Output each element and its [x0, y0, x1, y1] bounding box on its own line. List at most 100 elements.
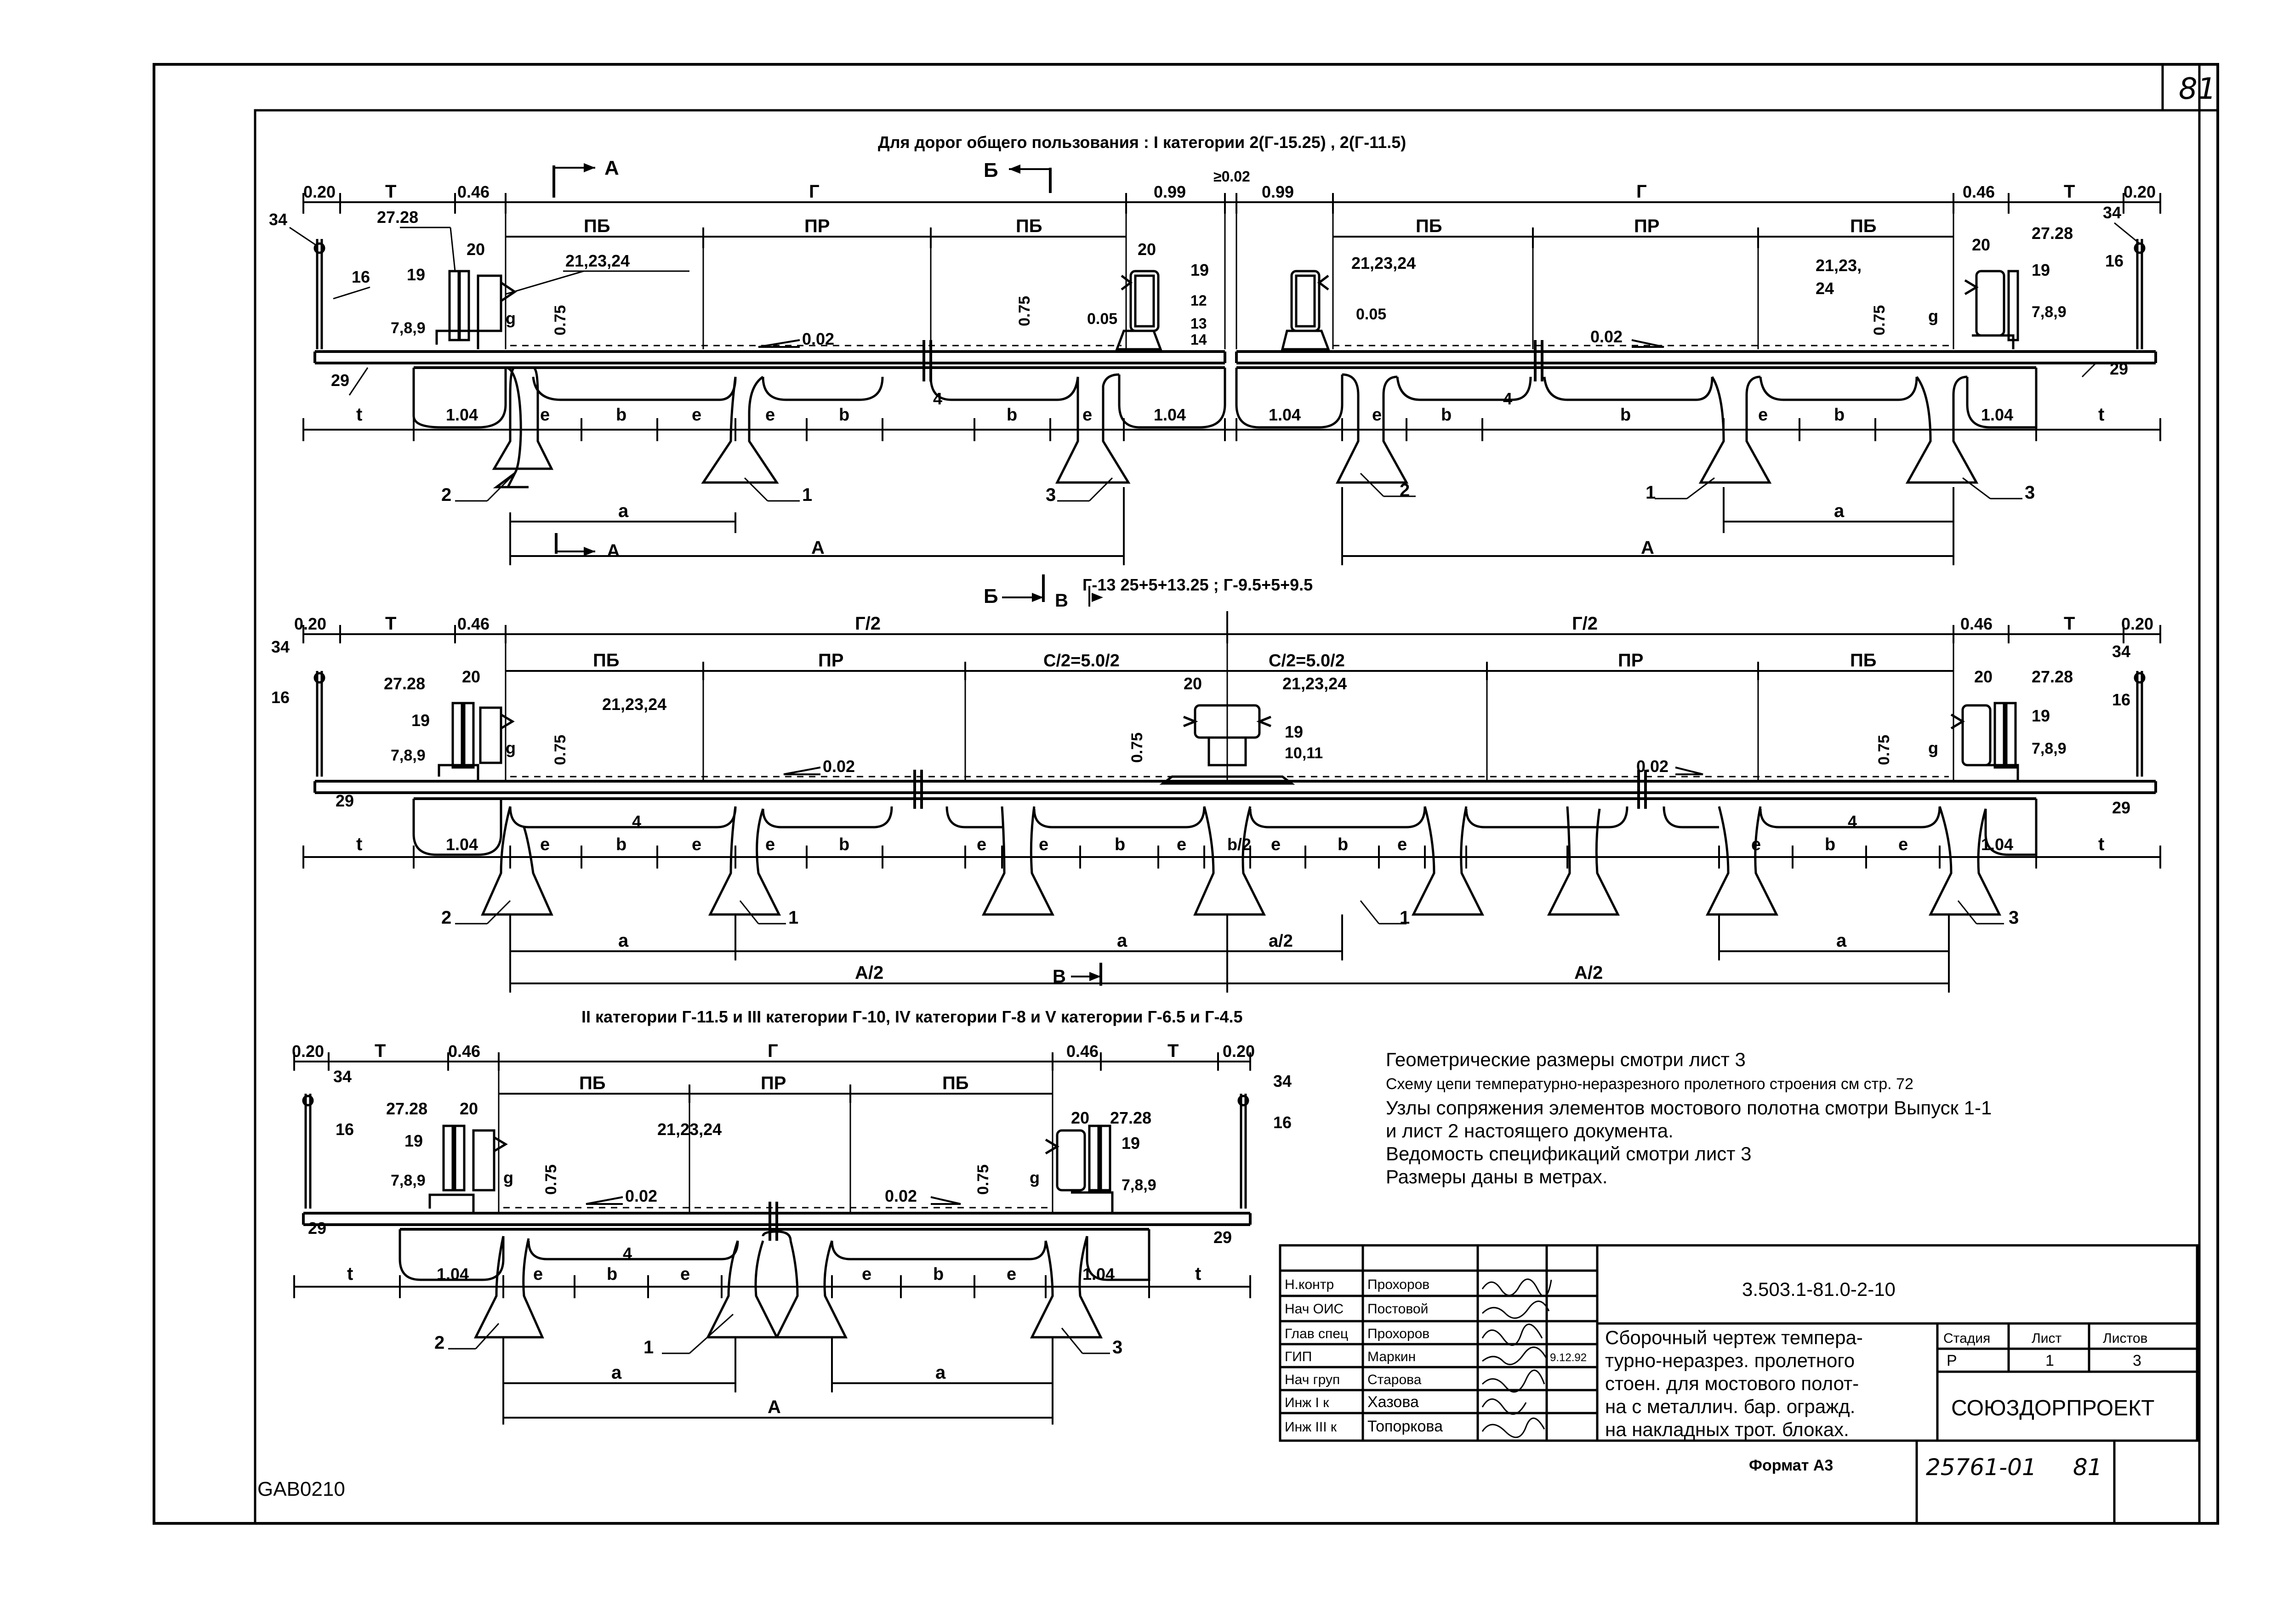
span-dimensions-3 [502, 1337, 1053, 1425]
dim2-g2-r: Г/2 [1572, 613, 1598, 634]
dim2-g-b: g [1928, 738, 1938, 757]
dim3-t-l: Т [375, 1041, 386, 1061]
section-mark-b-2-label: Б [984, 585, 998, 608]
barrier-left-inner [1115, 270, 1162, 351]
section-mark-v-bottom-label: В [1053, 966, 1066, 987]
joint-marks-2 [913, 770, 1647, 809]
label-2728-l: 27.28 [377, 208, 418, 227]
dim-t-b2: t [2098, 404, 2104, 425]
section-mark-v-2-label: В [1055, 591, 1068, 611]
beam2-label-1-b: 1 [1400, 908, 1410, 928]
dim2b-b-2: b [839, 835, 849, 854]
deck-slab-left [313, 350, 1226, 369]
section-1-title: Для дорог общего пользования : I категор… [878, 133, 1406, 152]
beam-leaders-2 [455, 900, 2004, 925]
label-16-l: 16 [352, 267, 370, 286]
dim-104-b1: 1.04 [446, 405, 478, 424]
label2-19-r: 19 [2032, 706, 2050, 725]
extension-lines [505, 202, 1954, 349]
label-13-m: 13 [1190, 315, 1207, 332]
sig-name-1: Прохоров [1367, 1277, 1429, 1292]
label3-34-l: 34 [333, 1067, 352, 1086]
inventory-sheet: 81 [2073, 1454, 2102, 1481]
label-19-l: 19 [407, 265, 425, 284]
dim2b-e-8: e [1397, 835, 1407, 854]
dim2b-b-1: b [616, 835, 626, 854]
section-mark-a-bottom-label: А [607, 541, 620, 561]
sheet-frame [153, 63, 2219, 1525]
dim2b-b-5: b [1825, 835, 1835, 854]
lane-pb-4: ПБ [1850, 216, 1877, 236]
label2-789-r: 7,8,9 [2032, 740, 2067, 757]
dim2b-e-5: e [1039, 835, 1048, 854]
beam2-label-3: 3 [2009, 908, 2019, 928]
slope2-a: 0.02 [823, 757, 855, 776]
dim2b-e-3: e [765, 835, 775, 854]
dim-e-b5: e [1372, 405, 1382, 425]
label-14-m: 14 [1190, 331, 1207, 348]
dim3b-t-r: t [1195, 1264, 1201, 1284]
extension-lines-2 [505, 634, 1954, 781]
dim2b-104-r: 1.04 [1981, 835, 2013, 854]
sig-role-5: Нач груп [1285, 1372, 1340, 1387]
lane3-pr: ПР [761, 1073, 786, 1093]
label-19-r: 19 [2032, 261, 2050, 279]
label2-789-l: 7,8,9 [391, 747, 426, 764]
label-19-m: 19 [1190, 261, 1209, 279]
label-4-l: 4 [933, 389, 942, 408]
dim2b-e-6: e [1177, 835, 1186, 854]
dim2b-e-9: e [1751, 835, 1761, 854]
beams-2 [412, 799, 2038, 916]
dim3b-104-l: 1.04 [437, 1265, 469, 1283]
label-789-l: 7,8,9 [391, 319, 426, 337]
sig-name-2: Постовой [1367, 1301, 1428, 1317]
dim2-046-l: 0.46 [457, 614, 490, 633]
slope-arrows-2 [783, 767, 1703, 775]
stage-label: Стадия [1943, 1331, 1990, 1346]
beam-leaders-1 [455, 472, 2022, 502]
sig-role-7: Инж III к [1285, 1420, 1337, 1435]
dim2b-e-1: e [540, 835, 550, 854]
beam-leaders-3 [448, 1313, 1110, 1354]
dim-b-b3: b [1007, 405, 1017, 425]
archive-code: GAB0210 [257, 1478, 345, 1500]
dim-020-left: 0.20 [303, 182, 336, 201]
dim3b-b-2: b [933, 1265, 944, 1284]
section-mark-a-label: А [604, 157, 619, 179]
label2-20-c: 20 [1184, 674, 1202, 693]
label2-29-l: 29 [336, 791, 354, 810]
label3-789-l: 7,8,9 [391, 1172, 426, 1189]
dim-046-right: 0.46 [1963, 182, 1995, 201]
bottom-dimension-line-3 [293, 1275, 1251, 1298]
label2-1011-c: 10,11 [1285, 744, 1323, 762]
section-mark-b-2 [1002, 574, 1103, 607]
dim-005-b: 0.05 [1356, 306, 1386, 323]
deck-slab-2 [313, 780, 2157, 800]
sig-name-6: Хазова [1367, 1393, 1419, 1411]
joint-marks-3 [769, 1202, 778, 1241]
label-20-m: 20 [1138, 240, 1156, 259]
lane3-pb-1: ПБ [579, 1073, 606, 1093]
label2-34-r: 34 [2112, 642, 2130, 661]
dim2-g2-l: Г/2 [855, 613, 881, 634]
label-212324-l: 21,23,24 [565, 251, 630, 270]
label-20-l: 20 [467, 240, 485, 259]
label3-16-l: 16 [336, 1120, 354, 1139]
beam-label-1-a: 1 [802, 485, 812, 505]
barrier-right-inner [1281, 270, 1330, 351]
label-4-r: 4 [1503, 389, 1512, 408]
label-29-l: 29 [331, 371, 349, 390]
dim-075-b: 0.75 [1016, 296, 1033, 326]
dim-046-left: 0.46 [457, 182, 490, 201]
note-1: Геометрические размеры смотри лист 3 [1386, 1049, 1746, 1070]
label2-29-r: 29 [2112, 798, 2130, 817]
dim-104-b4: 1.04 [1981, 405, 2013, 424]
signatures [1481, 1278, 1552, 1438]
dim-g-left: Г [809, 182, 820, 202]
inventory-number: 25761-01 [1926, 1454, 2037, 1481]
label2-19-c: 19 [1285, 722, 1303, 741]
dim-b-b5: b [1620, 405, 1631, 425]
lane-pb-3: ПБ [1416, 216, 1442, 236]
section-mark-v-bottom [1071, 963, 1102, 986]
label3-789-r: 7,8,9 [1122, 1176, 1156, 1194]
